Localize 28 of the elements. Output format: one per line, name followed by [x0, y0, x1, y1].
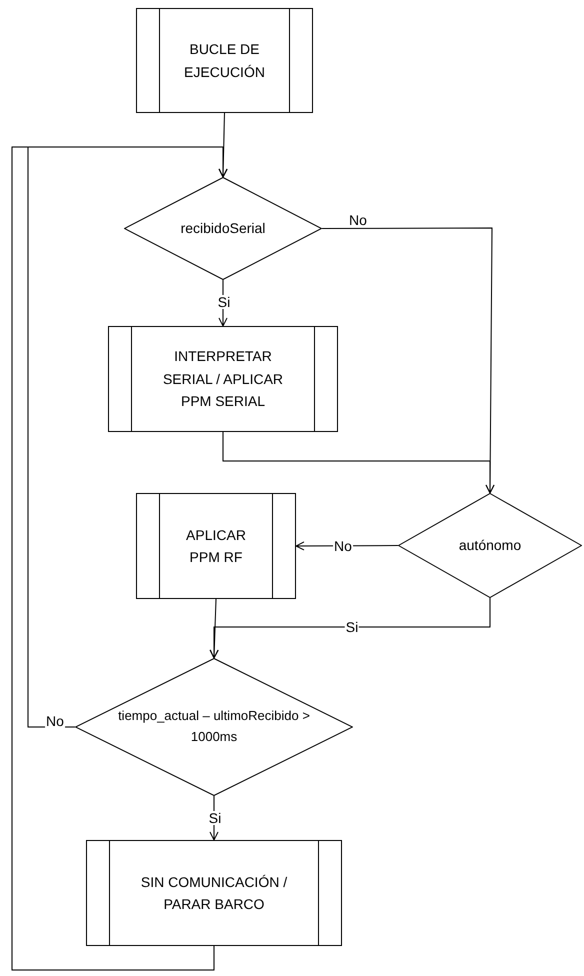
edge-label: Si [216, 295, 232, 309]
arrow [210, 598, 219, 658]
arrow [12, 146, 228, 970]
process-box [86, 840, 342, 946]
decision-diamond [75, 658, 353, 796]
edge-label: No [45, 714, 65, 728]
process-box [136, 8, 313, 113]
arrow [210, 598, 490, 658]
arrow [218, 280, 228, 326]
decision-diamond [398, 493, 582, 598]
edge-label: Si [208, 811, 222, 825]
arrow [218, 112, 228, 178]
decision-diamond [124, 177, 322, 280]
process-label: INTERPRETAR SERIAL / APLICAR PPM SERIAL [162, 347, 284, 412]
process-label: SIN COMUNICACIÓN / PARAR BARCO [140, 872, 288, 914]
decision-label: recibidoSerial [180, 219, 266, 238]
edge-label: No [348, 213, 368, 227]
process-box [108, 326, 338, 432]
process-label: APLICAR PPM RF [185, 526, 247, 567]
decision-label: tiempo_actual – ultimoRecibido > 1000ms [117, 707, 311, 746]
edge-label: Si [344, 620, 360, 634]
decision-label: autónomo [458, 536, 522, 556]
edge-label: No [333, 539, 353, 553]
process-label: BUCLE DE EJECUCIÓN [183, 40, 266, 82]
arrow [296, 541, 398, 550]
arrow [210, 796, 218, 840]
process-box [136, 493, 296, 599]
arrow [222, 432, 494, 494]
